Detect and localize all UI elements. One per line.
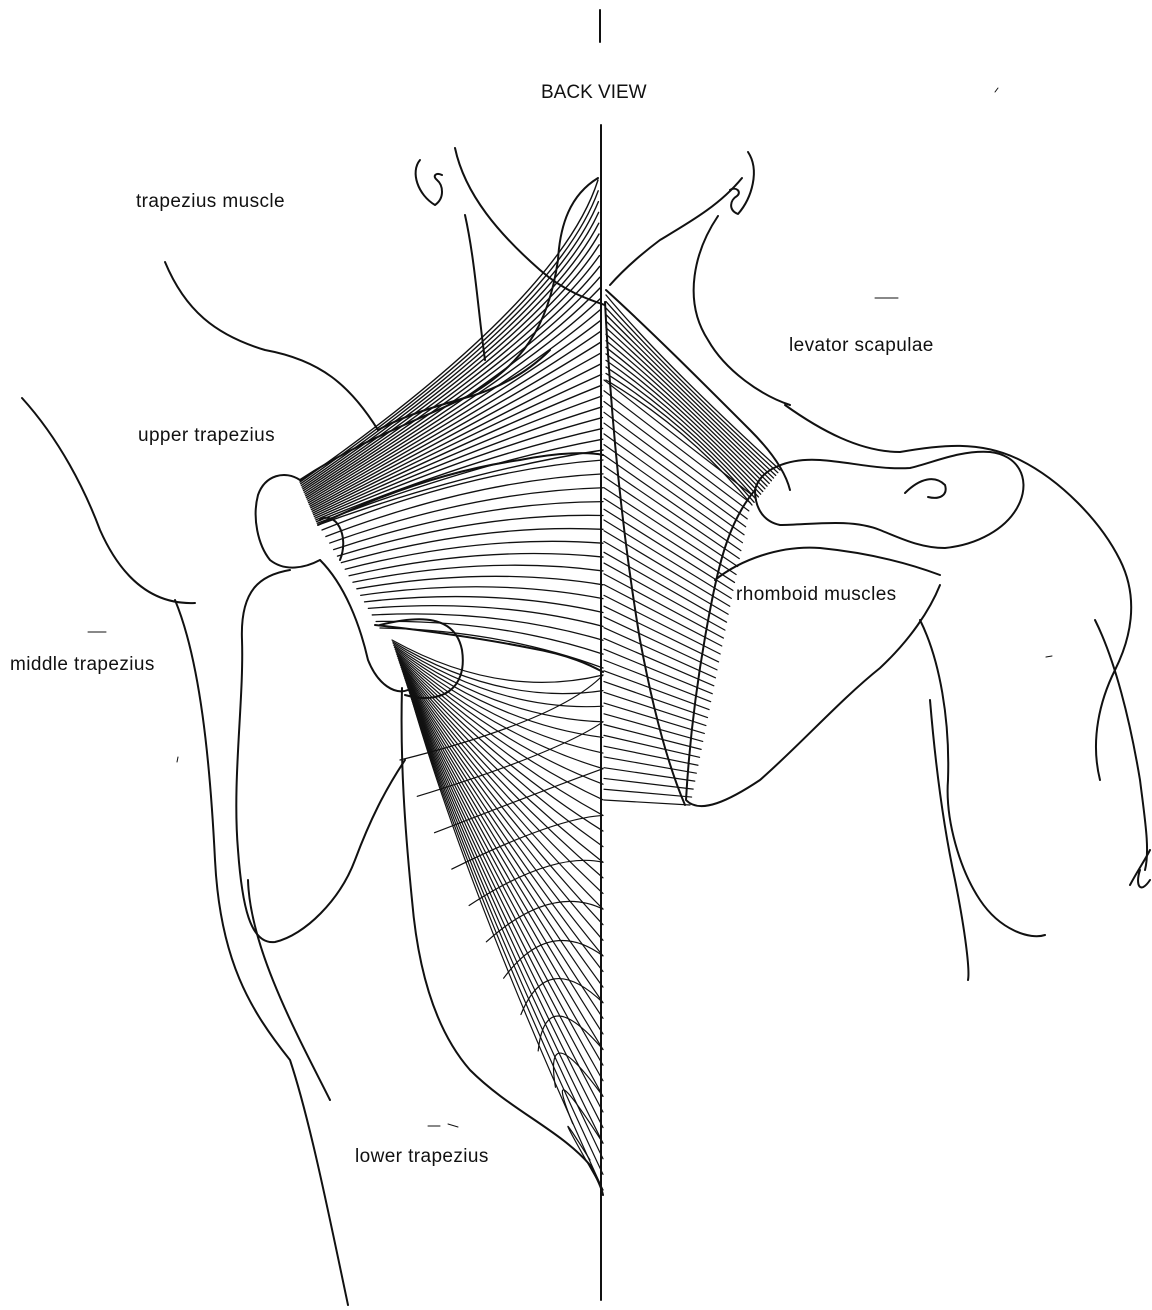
- right-scapula: [686, 490, 940, 806]
- muscle-fiber: [604, 757, 696, 773]
- muscle-fiber: [604, 778, 693, 789]
- scan-speck: [995, 88, 998, 92]
- left-body-edge: [175, 600, 348, 1305]
- label-middle-trapezius: middle trapezius: [10, 654, 155, 676]
- muscle-fiber: [553, 1053, 603, 1096]
- diagram-title: BACK VIEW: [541, 82, 647, 104]
- label-upper-trapezius: upper trapezius: [138, 425, 275, 447]
- left-ear: [416, 160, 442, 205]
- left-neck-outline: [455, 148, 605, 305]
- muscle-fiber: [606, 328, 769, 484]
- scan-speck: [1046, 656, 1052, 657]
- muscle-fiber: [301, 202, 598, 486]
- scan-speck: [177, 757, 178, 762]
- muscle-fiber: [486, 901, 603, 941]
- muscle-fiber: [604, 402, 749, 511]
- right-scapula-spine: [715, 548, 940, 580]
- rhomboid-fibers: [604, 380, 752, 805]
- muscle-fiber: [368, 606, 603, 627]
- right-acromion: [755, 452, 1023, 548]
- muscle-fiber: [604, 563, 725, 630]
- right-neck-outline: [610, 178, 742, 285]
- muscle-fiber: [345, 541, 603, 569]
- muscle-fiber: [365, 597, 603, 613]
- muscle-fiber: [311, 342, 601, 508]
- muscle-fiber: [604, 735, 700, 757]
- label-lower-trapezius: lower trapezius: [355, 1146, 489, 1168]
- lower-trapezius-fibers: [392, 640, 603, 1190]
- scan-speck: [428, 1124, 458, 1127]
- label-levator-scapulae: levator scapulae: [789, 335, 934, 357]
- muscle-fiber: [604, 660, 711, 702]
- muscle-fiber: [604, 552, 727, 622]
- muscle-fiber: [314, 396, 602, 516]
- muscle-fiber: [604, 800, 690, 805]
- upper-trapezius-border: [300, 178, 598, 480]
- muscle-fiber: [604, 768, 695, 781]
- muscle-fiber: [604, 746, 698, 765]
- muscle-fiber: [312, 353, 602, 510]
- left-shoulder-contour: [165, 262, 550, 430]
- right-clavicle-notch: [905, 479, 946, 498]
- left-lower-back: [248, 880, 330, 1100]
- right-hand-edge: [1130, 850, 1150, 887]
- label-trapezius-muscle: trapezius muscle: [136, 191, 285, 213]
- label-rhomboid-muscles: rhomboid muscles: [736, 584, 897, 606]
- muscle-fiber: [349, 554, 603, 576]
- muscle-fiber: [380, 628, 603, 668]
- right-arm-lower: [930, 700, 968, 980]
- muscle-fiber: [604, 574, 723, 638]
- muscle-fiber: [604, 434, 744, 535]
- muscle-fiber: [604, 466, 739, 558]
- levator-scapulae-fibers: [606, 295, 780, 505]
- right-neck-inner: [694, 216, 790, 405]
- muscle-fiber: [392, 640, 603, 682]
- right-ear: [730, 152, 754, 214]
- muscle-fiber: [604, 542, 728, 615]
- muscle-fiber: [606, 308, 776, 475]
